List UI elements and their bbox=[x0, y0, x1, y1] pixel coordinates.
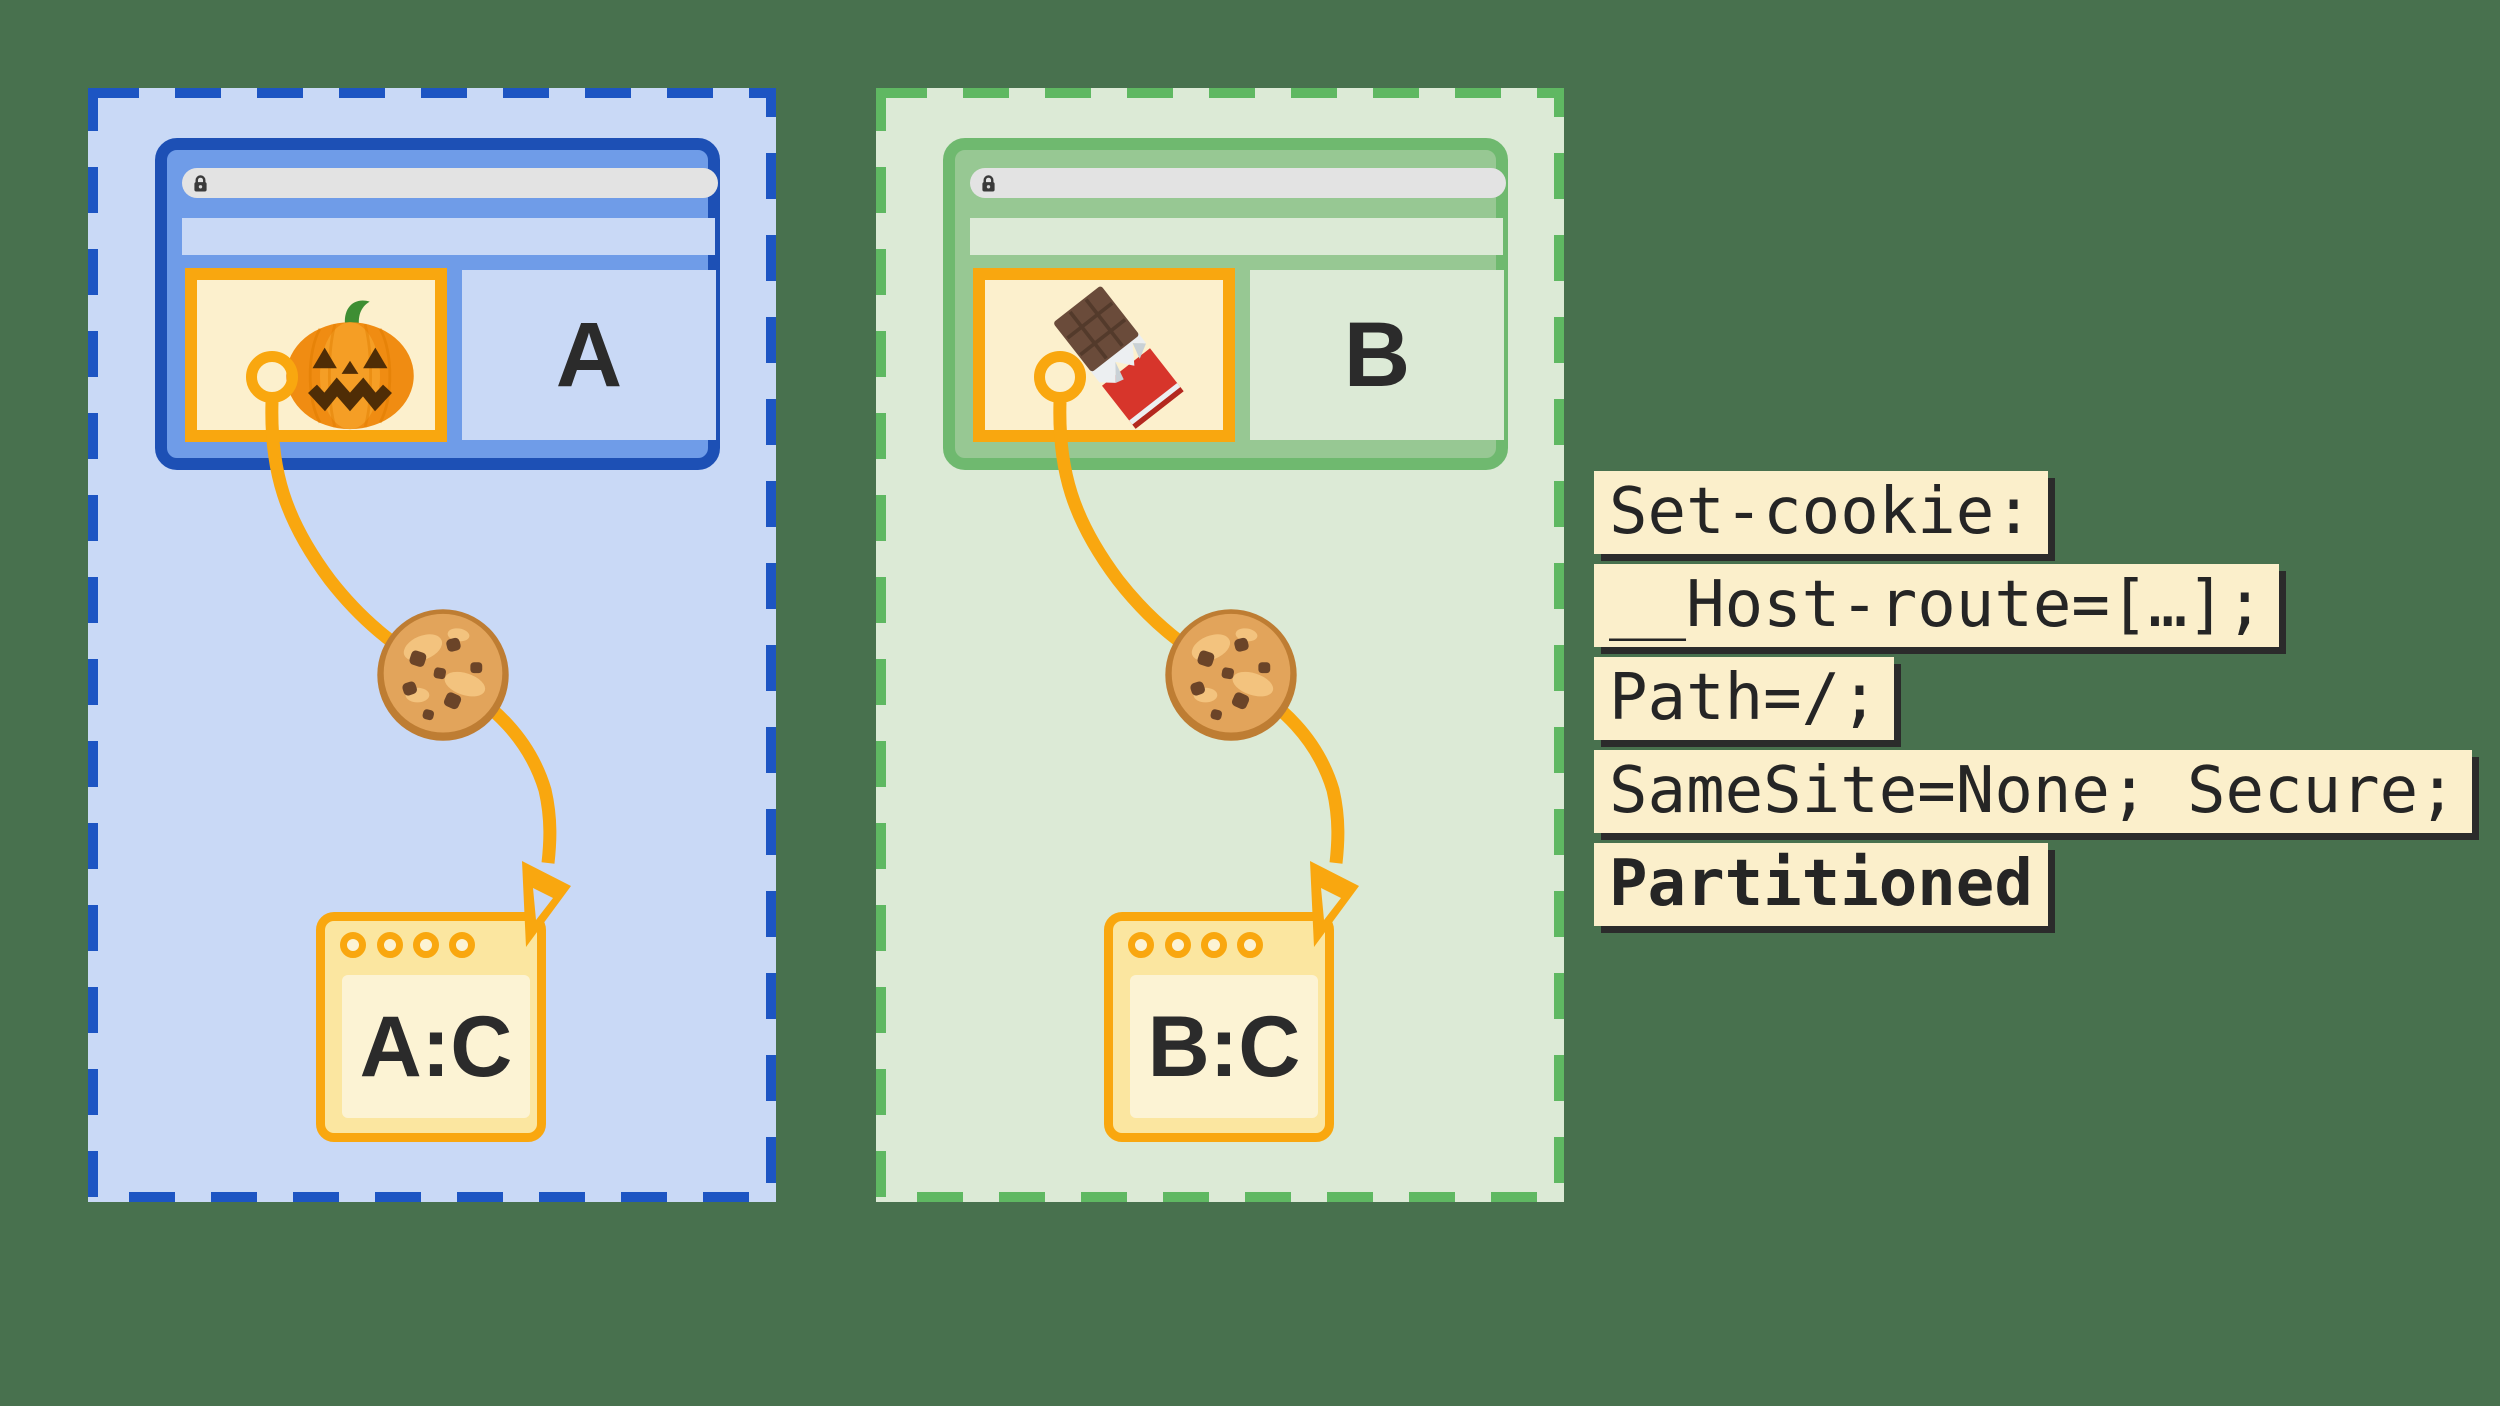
storage-dot bbox=[413, 932, 439, 958]
code-line: Partitioned bbox=[1594, 843, 2048, 926]
set-cookie-code-block: Set-cookie: __Host-route=[…]; Path=/; Sa… bbox=[1594, 471, 2472, 936]
url-bar-a bbox=[182, 168, 718, 198]
code-line: Path=/; bbox=[1594, 657, 1894, 740]
embedded-iframe-a bbox=[185, 268, 447, 442]
storage-dot bbox=[1201, 932, 1227, 958]
storage-dot bbox=[377, 932, 403, 958]
storage-inner-b: B:C bbox=[1130, 975, 1318, 1118]
storage-label-a: A:C bbox=[359, 998, 513, 1095]
embedded-iframe-b bbox=[973, 268, 1235, 442]
storage-box-a: A:C bbox=[316, 912, 546, 1142]
code-line: Set-cookie: bbox=[1594, 471, 2048, 554]
site-label-b: B bbox=[1343, 304, 1411, 406]
lock-icon bbox=[982, 174, 995, 191]
chocolate-bar-icon bbox=[1054, 286, 1184, 429]
code-line: SameSite=None; Secure; bbox=[1594, 750, 2472, 833]
storage-box-b: B:C bbox=[1104, 912, 1334, 1142]
storage-dot bbox=[1128, 932, 1154, 958]
storage-label-b: B:C bbox=[1147, 998, 1301, 1095]
page-content-bar-a bbox=[182, 218, 715, 255]
storage-inner-a: A:C bbox=[342, 975, 530, 1118]
page-content-bar-b bbox=[970, 218, 1503, 255]
partition-container-b: B B:C bbox=[876, 88, 1564, 1202]
pumpkin-icon bbox=[286, 300, 414, 429]
code-line: __Host-route=[…]; bbox=[1594, 564, 2280, 647]
site-label-a: A bbox=[555, 304, 623, 406]
partition-container-a: A A:C bbox=[88, 88, 776, 1202]
lock-icon bbox=[194, 174, 207, 191]
storage-dot bbox=[340, 932, 366, 958]
site-pane-b: B bbox=[1250, 270, 1504, 440]
storage-dot bbox=[449, 932, 475, 958]
storage-dot bbox=[1165, 932, 1191, 958]
browser-window-b: B bbox=[943, 138, 1508, 470]
browser-window-a: A bbox=[155, 138, 720, 470]
url-bar-b bbox=[970, 168, 1506, 198]
storage-dot bbox=[1237, 932, 1263, 958]
site-pane-a: A bbox=[462, 270, 716, 440]
